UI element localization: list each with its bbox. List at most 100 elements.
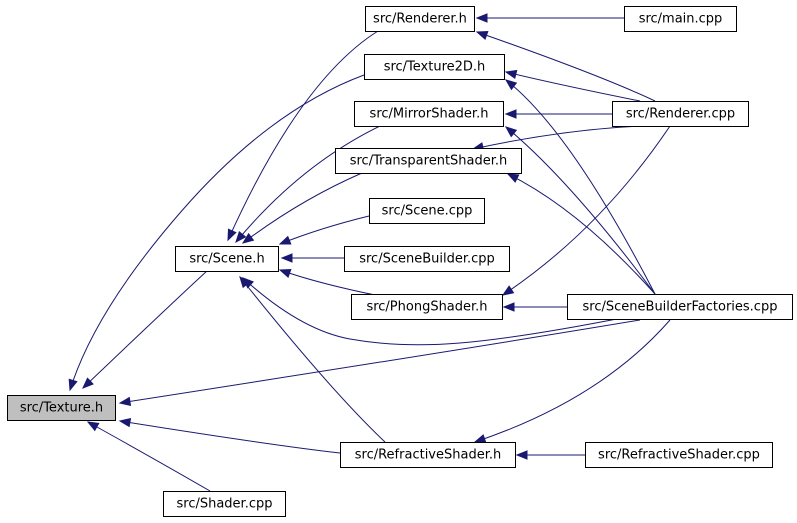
node-main_cpp[interactable]: src/main.cpp	[624, 6, 737, 32]
node-label: src/MirrorShader.h	[370, 107, 489, 122]
edge-line	[474, 319, 671, 443]
node-box	[163, 491, 286, 517]
node-label: src/main.cpp	[639, 12, 723, 27]
arrowhead-icon	[82, 377, 94, 389]
edge-line	[69, 74, 365, 391]
arrowhead-icon	[502, 302, 515, 312]
node-box	[175, 246, 279, 272]
edge-line	[227, 30, 379, 241]
arrowhead-icon	[506, 173, 520, 183]
edge-line	[242, 277, 628, 346]
edge-line	[505, 71, 641, 102]
arrowhead-icon	[515, 450, 528, 460]
arrowhead-icon	[504, 79, 518, 91]
node-shader_cpp[interactable]: src/Shader.cpp	[163, 491, 286, 517]
edge-scenebuilderfactories_cpp-to-transparentshader_h	[506, 173, 656, 295]
arrowhead-icon	[239, 275, 251, 289]
node-transparentshader_h[interactable]: src/TransparentShader.h	[335, 148, 522, 174]
edge-renderer_cpp-to-mirrorshader_h	[504, 109, 612, 119]
edge-scenebuilder_cpp-to-scene_h	[280, 253, 344, 263]
arrowhead-icon	[475, 30, 489, 40]
node-renderer_cpp[interactable]: src/Renderer.cpp	[612, 101, 749, 127]
arrowhead-icon	[235, 230, 247, 244]
edge-line	[279, 215, 370, 245]
node-texture_h: src/Texture.h	[7, 395, 116, 421]
edge-line	[239, 276, 386, 443]
node-label: src/SceneBuilderFactories.cpp	[583, 300, 778, 315]
edge-line	[119, 420, 341, 454]
node-box	[344, 246, 510, 272]
node-label: src/RefractiveShader.h	[355, 448, 501, 463]
edges-layer	[68, 13, 671, 492]
edge-line	[505, 126, 656, 295]
node-box	[585, 442, 773, 468]
arrowhead-icon	[473, 434, 487, 444]
arrowhead-icon	[280, 253, 293, 263]
arrowhead-icon	[501, 285, 515, 296]
node-phongshader_h[interactable]: src/PhongShader.h	[351, 294, 503, 320]
node-label: src/Scene.h	[189, 252, 264, 267]
node-box	[567, 294, 793, 320]
node-label: src/RefractiveShader.cpp	[598, 448, 760, 463]
edge-texture2d_h-to-texture_h	[68, 74, 365, 392]
edge-shader_cpp-to-texture_h	[86, 421, 211, 492]
node-refractiveshader_h[interactable]: src/RefractiveShader.h	[340, 442, 516, 468]
node-box	[369, 198, 485, 224]
edge-renderer_cpp-to-phongshader_h	[501, 125, 671, 296]
arrowhead-icon	[118, 417, 132, 428]
arrowhead-icon	[68, 378, 78, 392]
edge-line	[502, 125, 671, 296]
edge-refractiveshader_h-to-scene_h	[239, 275, 386, 443]
arrowhead-icon	[278, 235, 292, 245]
edge-transparentshader_h-to-scene_h	[241, 172, 363, 244]
edge-line	[472, 125, 641, 150]
node-scene_cpp[interactable]: src/Scene.cpp	[369, 198, 485, 224]
node-scenebuilder_cpp[interactable]: src/SceneBuilder.cpp	[344, 246, 510, 272]
node-scenebuilderfactories_cpp[interactable]: src/SceneBuilderFactories.cpp	[567, 294, 793, 320]
node-label: src/Scene.cpp	[382, 204, 473, 219]
arrowhead-icon	[86, 421, 100, 432]
edge-main_cpp-to-renderer_h	[475, 13, 624, 23]
edge-line	[476, 31, 656, 102]
arrowhead-icon	[241, 232, 255, 244]
edge-renderer_cpp-to-texture2d_h	[504, 69, 641, 102]
edge-line	[242, 172, 363, 244]
edge-scenebuilderfactories_cpp-to-texture_h	[118, 319, 641, 407]
edge-line	[87, 421, 211, 492]
edge-line	[505, 79, 656, 295]
node-box	[354, 101, 504, 127]
node-refractiveshader_cpp[interactable]: src/RefractiveShader.cpp	[585, 442, 773, 468]
node-box	[624, 6, 737, 32]
node-texture2d_h[interactable]: src/Texture2D.h	[364, 54, 505, 80]
node-label: src/Texture.h	[20, 401, 103, 416]
nodes-layer: src/Texture.h src/Renderer.h src/main.cpp s…	[7, 6, 793, 517]
arrowhead-icon	[475, 13, 488, 23]
node-label: src/SceneBuilder.cpp	[359, 252, 495, 267]
node-mirrorshader_h[interactable]: src/MirrorShader.h	[354, 101, 504, 127]
arrowhead-icon	[504, 69, 518, 80]
arrowhead-icon	[278, 268, 292, 278]
edge-scenebuilderfactories_cpp-to-texture2d_h	[504, 79, 656, 295]
node-label: src/Renderer.h	[373, 12, 467, 27]
node-label: src/Texture2D.h	[384, 60, 486, 75]
arrowhead-icon	[118, 396, 132, 407]
edge-scenebuilderfactories_cpp-to-mirrorshader_h	[504, 126, 656, 295]
edge-line	[507, 173, 656, 295]
edge-renderer_cpp-to-renderer_h	[475, 30, 656, 102]
edge-line	[119, 319, 641, 404]
edge-scenebuilderfactories_cpp-to-phongshader_h	[502, 302, 567, 312]
arrowhead-icon	[504, 109, 517, 119]
edge-scenebuilderfactories_cpp-to-refractiveshader_h	[473, 319, 671, 444]
node-label: src/PhongShader.h	[366, 300, 487, 315]
edge-renderer_cpp-to-transparentshader_h	[471, 125, 641, 152]
node-box	[612, 101, 749, 127]
node-scene_h[interactable]: src/Scene.h	[175, 246, 279, 272]
node-box	[365, 6, 475, 32]
node-label: src/TransparentShader.h	[350, 154, 508, 169]
node-box	[7, 395, 116, 421]
edge-refractiveshader_cpp-to-refractiveshader_h	[515, 450, 585, 460]
edge-refractiveshader_h-to-texture_h	[118, 417, 341, 454]
edge-renderer_h-to-scene_h	[227, 30, 379, 242]
node-renderer_h[interactable]: src/Renderer.h	[365, 6, 475, 32]
